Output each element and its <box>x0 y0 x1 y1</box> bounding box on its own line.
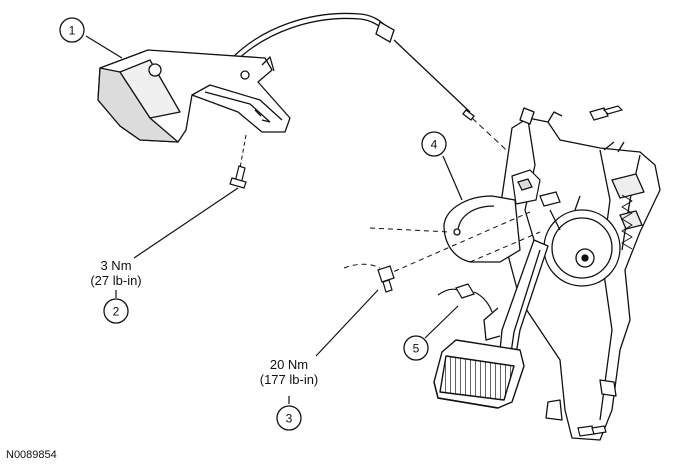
assembly-lines <box>343 227 541 269</box>
part-1-sensor-module <box>97 49 291 143</box>
sensor-bolt <box>229 134 247 189</box>
callout-4: 4 <box>421 131 447 157</box>
callout-3-torque-nm: 20 Nm <box>270 357 308 372</box>
callout-1: 1 <box>59 17 85 43</box>
callout-2-torque-nm: 3 Nm <box>100 258 131 273</box>
throttle-cable <box>231 12 561 201</box>
callout-3-label: 3 <box>286 412 293 426</box>
callout-3: 20 Nm (177 lb-in) 3 <box>260 357 319 431</box>
callout-1-label: 1 <box>69 24 76 38</box>
callout-5: 5 <box>403 335 429 361</box>
sensor-connector-bracket <box>511 169 561 207</box>
figure-code: N0089854 <box>6 449 57 461</box>
pedal-mount-bolt <box>377 211 531 293</box>
callout-3-torque-lbin: (177 lb-in) <box>260 372 319 387</box>
callout-5-label: 5 <box>413 342 420 356</box>
part-5-electrical-connector <box>437 283 493 313</box>
callout-2-label: 2 <box>113 305 120 319</box>
pedal-pad <box>433 339 525 409</box>
callout-4-label: 4 <box>431 138 438 152</box>
callout-2-torque-lbin: (27 lb-in) <box>90 273 141 288</box>
bracket-bolts <box>577 105 624 437</box>
leader-lines <box>85 35 463 404</box>
callout-2: 3 Nm (27 lb-in) 2 <box>90 258 142 324</box>
part-4-pedal-cover <box>443 195 521 263</box>
